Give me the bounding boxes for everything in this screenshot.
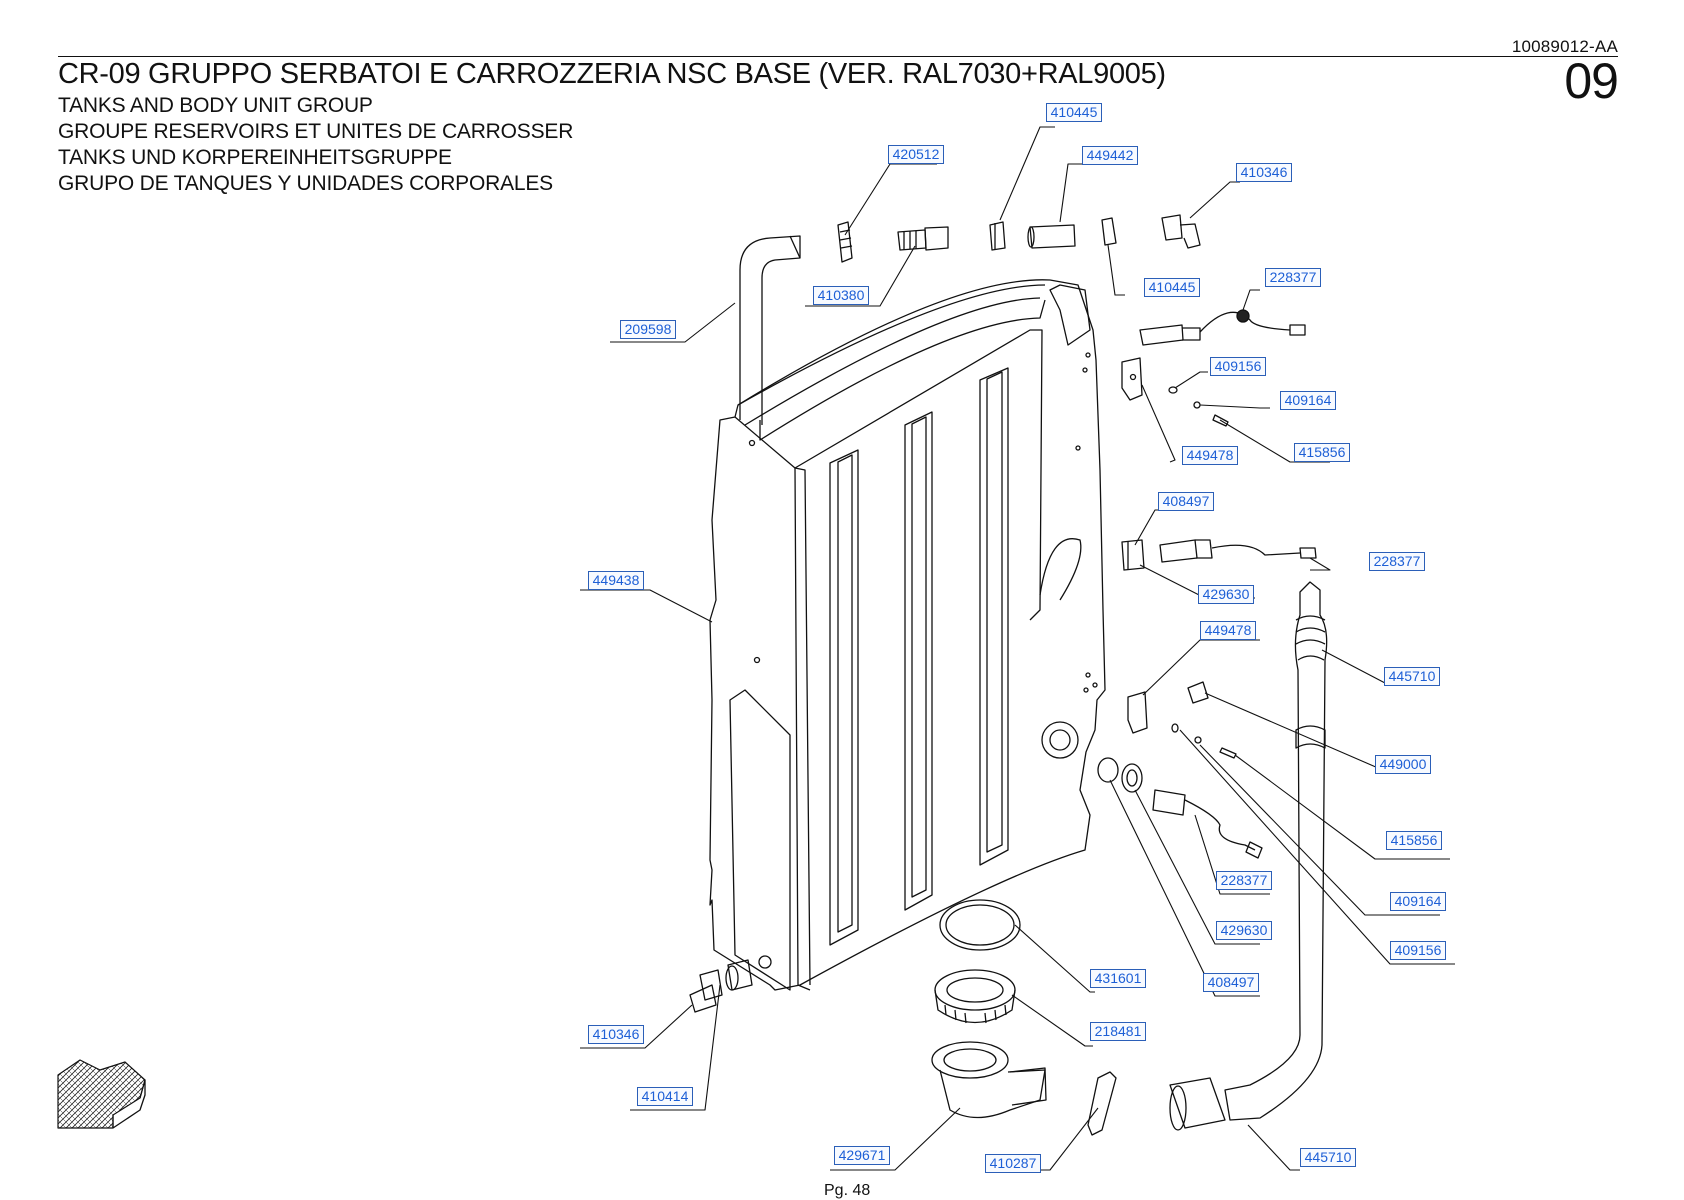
callout-410287[interactable]: 410287: [985, 1154, 1041, 1173]
callout-449000[interactable]: 449000: [1375, 755, 1431, 774]
part-410414: [725, 959, 753, 991]
callout-410380[interactable]: 410380: [813, 286, 869, 305]
tank-body: [709, 279, 1106, 991]
callout-409164-b[interactable]: 409164: [1390, 892, 1446, 911]
callout-408497-b[interactable]: 408497: [1203, 973, 1259, 992]
callout-429671[interactable]: 429671: [834, 1146, 890, 1165]
callout-449438[interactable]: 449438: [588, 571, 644, 590]
part-410346-low: [689, 969, 723, 1013]
part-449442: [1027, 224, 1076, 249]
subtitle-en: TANKS AND BODY UNIT GROUP: [58, 94, 373, 117]
part-431601: [939, 899, 1021, 951]
callout-449478-a[interactable]: 449478: [1182, 446, 1238, 465]
callout-420512[interactable]: 420512: [888, 145, 944, 164]
subtitle-block: TANKS AND BODY UNIT GROUP GROUPE RESERVO…: [58, 93, 573, 197]
small-parts-top: [1168, 386, 1229, 427]
callout-409164-a[interactable]: 409164: [1280, 391, 1336, 410]
header-rule: [58, 56, 1618, 57]
callout-445710-b[interactable]: 445710: [1300, 1148, 1356, 1167]
callout-409156-a[interactable]: 409156: [1210, 357, 1266, 376]
part-410380: [897, 226, 949, 251]
part-445710: [1169, 581, 1328, 1131]
part-228377-mid: [1121, 539, 1317, 571]
part-429671: [931, 1041, 1047, 1119]
subtitle-fr: GROUPE RESERVOIRS ET UNITES DE CARROSSER: [58, 120, 574, 143]
leader-lines: [580, 126, 1455, 1171]
callout-408497-a[interactable]: 408497: [1158, 492, 1214, 511]
callout-218481[interactable]: 218481: [1090, 1022, 1146, 1041]
callout-449478-b[interactable]: 449478: [1200, 621, 1256, 640]
callout-415856-a[interactable]: 415856: [1294, 443, 1350, 462]
callout-410445-b[interactable]: 410445: [1144, 278, 1200, 297]
callout-410346-b[interactable]: 410346: [588, 1025, 644, 1044]
page-title: CR-09 GRUPPO SERBATOI E CARROZZERIA NSC …: [58, 58, 1166, 90]
callout-445710-a[interactable]: 445710: [1384, 667, 1440, 686]
view-direction-arrow-icon: [57, 1059, 146, 1129]
callout-449442[interactable]: 449442: [1082, 146, 1138, 165]
callout-228377-c[interactable]: 228377: [1216, 871, 1272, 890]
callout-209598[interactable]: 209598: [620, 320, 676, 339]
callout-429630-b[interactable]: 429630: [1216, 921, 1272, 940]
part-410346-top: [1161, 214, 1201, 249]
small-parts-low: [1171, 723, 1237, 759]
callout-431601[interactable]: 431601: [1090, 969, 1146, 988]
callout-409156-b[interactable]: 409156: [1390, 941, 1446, 960]
part-218481: [934, 969, 1016, 1024]
tube-209598: [739, 235, 801, 425]
callout-410414[interactable]: 410414: [637, 1087, 693, 1106]
part-410445-top: [989, 221, 1006, 251]
section-number: 09: [1564, 53, 1619, 109]
callout-410445-a[interactable]: 410445: [1046, 103, 1102, 122]
part-228377-low: [1097, 757, 1263, 859]
callout-410346-a[interactable]: 410346: [1236, 163, 1292, 182]
subtitle-es: GRUPO DE TANQUES Y UNIDADES CORPORALES: [58, 172, 553, 195]
page-footer: Pg. 48: [824, 1182, 871, 1199]
part-228377-top: [1139, 309, 1306, 346]
subtitle-de: TANKS UND KORPEREINHEITSGRUPPE: [58, 146, 452, 169]
part-410287: [1087, 1071, 1117, 1136]
callout-415856-b[interactable]: 415856: [1386, 831, 1442, 850]
part-449478-low: [1127, 681, 1209, 734]
callout-429630-a[interactable]: 429630: [1198, 585, 1254, 604]
callout-228377-b[interactable]: 228377: [1369, 552, 1425, 571]
document-code: 10089012-AA: [1511, 37, 1618, 56]
callout-228377-a[interactable]: 228377: [1265, 268, 1321, 287]
part-449478-top: [1121, 357, 1143, 401]
part-410445-right: [1101, 217, 1117, 246]
